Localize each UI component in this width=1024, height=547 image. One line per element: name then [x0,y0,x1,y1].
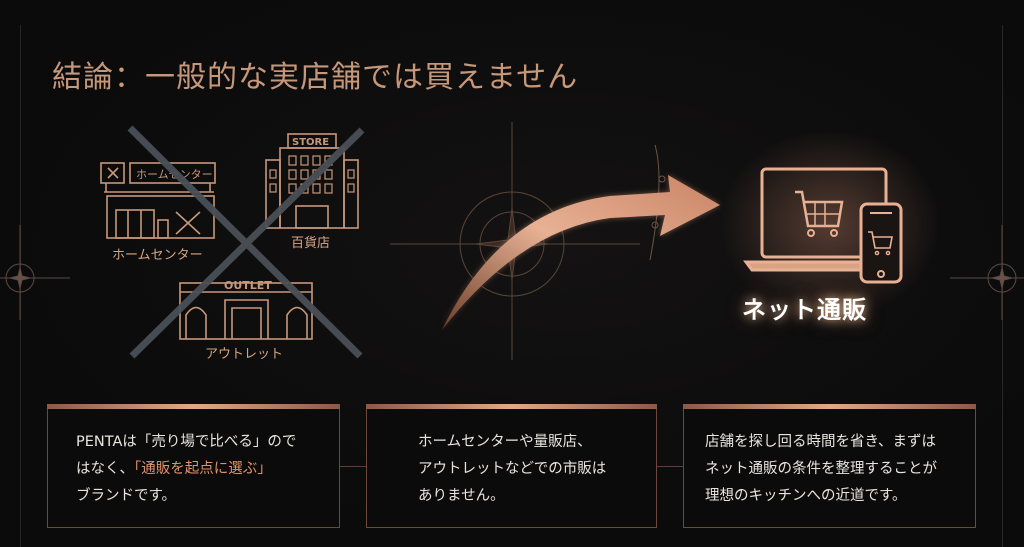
box-text-line: はなく、「通販を起点に選ぶ」 [76,461,272,477]
box-text-line: アウトレットなどでの市販は [418,461,607,477]
connector [340,466,366,467]
box-text-line: ネット通販の条件を整理することが [705,461,937,477]
box-top-bar [366,404,657,409]
box-text-line: 理想のキッチンへの近道です。 [705,488,907,504]
department-store-label: 百貨店 [291,235,330,251]
box-text-line: ありません。 [418,488,505,504]
box-top-bar [683,404,976,409]
box-text-line: PENTAは「売り場で比べる」ので [76,434,297,450]
box-text-line: ホームセンターや量販店、 [418,434,592,450]
x-cross-icon [127,125,365,359]
left-compass-icon [0,225,70,320]
outlet-label: アウトレット [205,347,283,362]
page-title: 結論：一般的な実店舗では買えません [52,60,579,96]
online-shopping-label: ネット通販 [742,296,867,324]
right-compass-icon [950,225,1024,320]
info-box-brand: PENTAは「売り場で比べる」ので はなく、「通販を起点に選ぶ」 ブランドです。 [47,404,340,528]
curved-arrow-icon [442,175,720,330]
box-text-line: 店舗を探し回る時間を省き、まずは [705,434,936,450]
box-text-line: ブランドです。 [76,488,177,504]
connector [657,466,683,467]
highlight-text: 「通販を起点に選ぶ」 [134,461,272,477]
home-center-store-icon: ホームセンター [100,162,216,239]
box-top-bar [47,404,340,409]
illustration: ホームセンター ホームセンター STORE 百貨店 OUTLET [0,122,1024,362]
home-center-label: ホームセンター [112,248,203,263]
info-box-no-retail: ホームセンターや量販店、 アウトレットなどでの市販は ありません。 [366,404,657,528]
laptop-phone-cart-icon [743,167,903,284]
svg-text:OUTLET: OUTLET [224,279,272,292]
svg-text:STORE: STORE [292,137,329,148]
info-box-advice: 店舗を探し回る時間を省き、まずは ネット通販の条件を整理することが 理想のキッチ… [683,404,976,528]
